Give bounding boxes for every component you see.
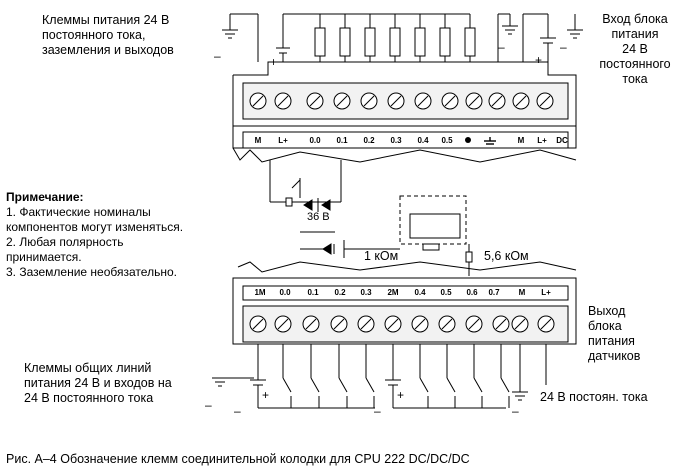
top-terminal-label: L+ [278, 136, 288, 145]
note-block: Примечание: 1. Фактические номиналы комп… [6, 190, 183, 280]
bottom-left-label: Клеммы общих линий питания 24 В и входов… [24, 361, 172, 406]
minus-sign-top-left: – [214, 49, 221, 63]
bottom-terminal-label: 2M [387, 288, 399, 297]
note-title: Примечание: [6, 190, 84, 204]
bottom-terminal-label: 0.4 [414, 288, 426, 297]
note-line: 2. Любая полярность [6, 235, 124, 249]
note-line: принимается. [6, 250, 82, 264]
plus-sign-top-1: + [270, 55, 278, 69]
top-terminal-label: L+ [537, 136, 547, 145]
top-left-line-3: заземления и выходов [42, 43, 174, 57]
top-terminal-label: 0.3 [390, 136, 402, 145]
bottom-terminal-label: M [518, 288, 526, 297]
top-right-line-1: Вход блока [602, 12, 668, 26]
top-right-line-3: 24 В [622, 42, 648, 56]
figure-caption: Рис. А–4 Обозначение клемм соединительно… [6, 452, 470, 466]
minus-sign-bottom-2: – [234, 404, 241, 418]
bottom-right-line-4: датчиков [588, 349, 641, 363]
top-terminal-label: M [254, 136, 262, 145]
resistor-1k-label: 1 кОм [364, 249, 399, 263]
ground-icon [484, 137, 496, 145]
note-line: 3. Заземление необязательно. [6, 265, 177, 279]
top-right-label: Вход блока питания 24 В постоянного тока [590, 12, 680, 87]
bottom-terminal-label: 0.5 [440, 288, 452, 297]
bottom-right-line-3: питания [588, 334, 635, 348]
top-terminal-screws [249, 92, 554, 110]
minus-sign-top-3: – [560, 40, 567, 54]
bottom-left-line-1: Клеммы общих линий [24, 361, 152, 375]
top-right-line-4: постоянного [599, 57, 671, 71]
top-left-line-2: постоянного тока, [42, 28, 146, 42]
bottom-terminal-screws [249, 315, 555, 333]
plus-sign-bottom-2: + [397, 388, 405, 402]
plus-sign-bottom-1: + [262, 388, 270, 402]
top-terminal-block [232, 61, 577, 163]
bottom-right-label: Выход блока питания датчиков [588, 304, 640, 364]
top-left-label: Клеммы питания 24 В постоянного тока, за… [42, 13, 174, 58]
bottom-right-line-1: Выход [588, 304, 626, 318]
bottom-left-line-3: 24 В постоянного тока [24, 391, 154, 405]
top-terminal-label: M [517, 136, 525, 145]
bullet-icon [465, 137, 471, 143]
top-terminal-label: 0.0 [309, 136, 321, 145]
top-terminal-label: 0.4 [417, 136, 429, 145]
top-terminal-label: 0.5 [441, 136, 453, 145]
bottom-terminal-label: 0.2 [334, 288, 346, 297]
bottom-right-line-2: блока [588, 319, 622, 333]
top-terminal-label: 0.1 [336, 136, 348, 145]
bottom-terminal-label: L+ [541, 288, 551, 297]
minus-sign-bottom-3: – [374, 404, 381, 418]
top-right-line-2: питания [611, 27, 659, 41]
top-wiring [222, 13, 583, 62]
minus-sign-top-2: – [498, 40, 505, 54]
note-line: 1. Фактические номиналы [6, 205, 151, 219]
bottom-terminal-label: 0.7 [488, 288, 500, 297]
top-terminal-label: 0.2 [363, 136, 375, 145]
zener-label: 36 В [307, 211, 330, 223]
bottom-terminal-label: 1M [254, 288, 266, 297]
top-right-line-5: тока [622, 72, 648, 86]
top-strip-symbols [465, 137, 496, 145]
input-circuit [300, 195, 473, 276]
top-left-line-1: Клеммы питания 24 В [42, 13, 170, 27]
minus-sign-bottom-1: – [205, 398, 212, 412]
bottom-terminal-label: 0.1 [307, 288, 319, 297]
bottom-wiring [212, 344, 547, 409]
note-line: компонентов могут изменяться. [6, 220, 184, 234]
top-terminal-label: DC [556, 136, 568, 145]
bottom-terminal-label: 0.6 [466, 288, 478, 297]
minus-sign-bottom-4: – [512, 404, 519, 418]
plus-sign-top-2: + [535, 53, 543, 67]
bottom-dc-label: 24 В постоян. тока [540, 390, 648, 404]
bottom-terminal-label: 0.0 [279, 288, 291, 297]
bottom-left-line-2: питания 24 В и входов на [24, 376, 172, 390]
bottom-terminal-label: 0.3 [360, 288, 372, 297]
output-circuit [269, 160, 342, 212]
resistor-56k-label: 5,6 кОм [484, 249, 529, 263]
